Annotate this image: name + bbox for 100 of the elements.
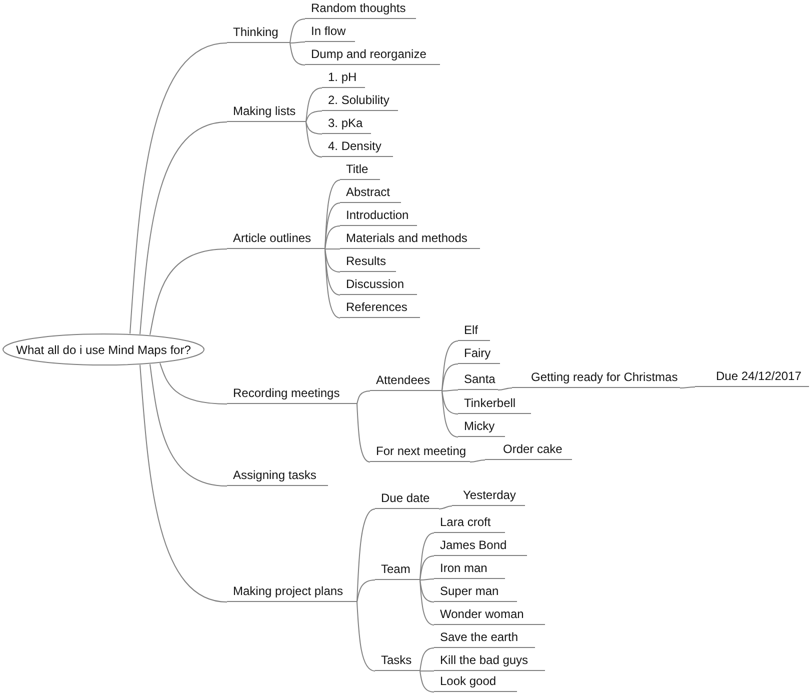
topic-label: Tasks — [381, 653, 412, 669]
topic-underline — [322, 92, 398, 111]
topic-underline — [340, 161, 380, 180]
topic-underline — [458, 345, 500, 364]
topic-underline — [452, 487, 525, 506]
branch-line — [324, 226, 340, 250]
branch-line — [420, 670, 434, 692]
branch-line — [324, 248, 340, 272]
branch-line — [150, 364, 228, 486]
topic-underline — [434, 652, 545, 671]
topic-underline — [434, 606, 545, 625]
topic-underline — [227, 467, 328, 486]
topic-label: For next meeting — [376, 444, 466, 460]
branch-line — [306, 110, 322, 122]
topic-label: Getting ready for Christmas — [531, 370, 678, 386]
topic-underline — [340, 184, 401, 203]
topic-label: Fairy — [464, 346, 491, 362]
branch-line — [438, 506, 452, 510]
topic-label: Discussion — [346, 277, 404, 293]
branch-line — [420, 580, 434, 602]
branch-line — [160, 362, 228, 404]
branch-line — [150, 248, 228, 336]
branch-line — [470, 460, 486, 462]
topic-label: Santa — [464, 372, 496, 388]
topic-label: In flow — [311, 24, 346, 40]
branch-line — [356, 390, 370, 404]
topic-label: Order cake — [503, 442, 562, 458]
topic-underline — [227, 24, 290, 43]
topic-underline — [305, 23, 355, 42]
topic-label: Dump and reorganize — [311, 47, 426, 63]
branch-line — [290, 42, 306, 66]
topic-label: Making project plans — [233, 584, 344, 600]
topic-label: Assigning tasks — [233, 468, 316, 484]
branch-line — [442, 390, 458, 392]
topic-underline — [340, 253, 396, 272]
topic-underline — [227, 230, 325, 249]
topic-underline — [434, 673, 517, 692]
topic-underline — [227, 583, 357, 602]
branch-line — [420, 578, 434, 580]
topic-label: Results — [346, 254, 386, 270]
branch-line — [140, 122, 228, 335]
topic-label: Lara croft — [440, 515, 491, 531]
branch-line — [324, 248, 340, 250]
topic-label: Super man — [440, 584, 499, 600]
branch-line — [420, 648, 434, 672]
branch-line — [420, 532, 434, 580]
branch-line — [356, 602, 376, 672]
topic-underline — [227, 385, 357, 404]
branch-line — [680, 386, 696, 388]
topic-label: Title — [346, 162, 368, 178]
topic-label: 1. pH — [328, 70, 357, 86]
branch-line — [356, 580, 376, 602]
branch-line — [130, 42, 228, 334]
branch-line — [420, 580, 434, 626]
topic-label: Due date — [381, 491, 430, 507]
topic-label: 3. pKa — [328, 116, 363, 132]
topic-underline — [458, 322, 490, 341]
topic-underline — [340, 207, 417, 226]
topic-label: Introduction — [346, 208, 409, 224]
branch-line — [324, 248, 340, 318]
root-ellipse — [2, 333, 205, 366]
topic-label: Making lists — [233, 104, 296, 120]
topic-label: Tinkerbell — [464, 396, 516, 412]
topic-underline — [305, 0, 416, 19]
topic-label: 4. Density — [328, 139, 382, 155]
topic-label: Article outlines — [233, 231, 312, 247]
branch-line — [290, 42, 306, 44]
topic-label: Attendees — [376, 373, 430, 389]
topic-underline — [512, 369, 680, 388]
topic-underline — [340, 230, 480, 249]
topic-underline — [434, 514, 505, 533]
branch-line — [306, 122, 322, 158]
topic-underline — [434, 629, 535, 648]
topic-label: Elf — [464, 323, 478, 339]
topic-underline — [375, 652, 420, 671]
topic-label: Iron man — [440, 561, 488, 577]
topic-underline — [375, 490, 439, 509]
topic-label: Recording meetings — [233, 386, 340, 402]
branch-line — [420, 670, 434, 672]
topic-label: Kill the bad guys — [440, 653, 528, 669]
topic-label: Save the earth — [440, 630, 518, 646]
root-topic: What all do i use Mind Maps for? — [16, 342, 191, 358]
topic-underline — [322, 138, 393, 157]
topic-label: 2. Solubility — [328, 93, 390, 109]
branch-line — [442, 390, 458, 438]
topic-label: Micky — [464, 419, 495, 435]
branch-line — [498, 388, 512, 390]
topic-underline — [340, 299, 420, 318]
topic-label: Random thoughts — [311, 1, 406, 17]
topic-underline — [458, 395, 531, 414]
topic-label: Due 24/12/2017 — [716, 369, 802, 385]
topic-underline — [305, 46, 440, 65]
topic-label: James Bond — [440, 538, 507, 554]
topic-underline — [485, 441, 572, 460]
topic-label: Thinking — [233, 25, 278, 41]
branch-line — [306, 122, 322, 134]
topic-label: Look good — [440, 674, 496, 690]
branch-line — [290, 18, 306, 44]
branch-line — [306, 88, 322, 122]
topic-label: Wonder woman — [440, 607, 524, 623]
